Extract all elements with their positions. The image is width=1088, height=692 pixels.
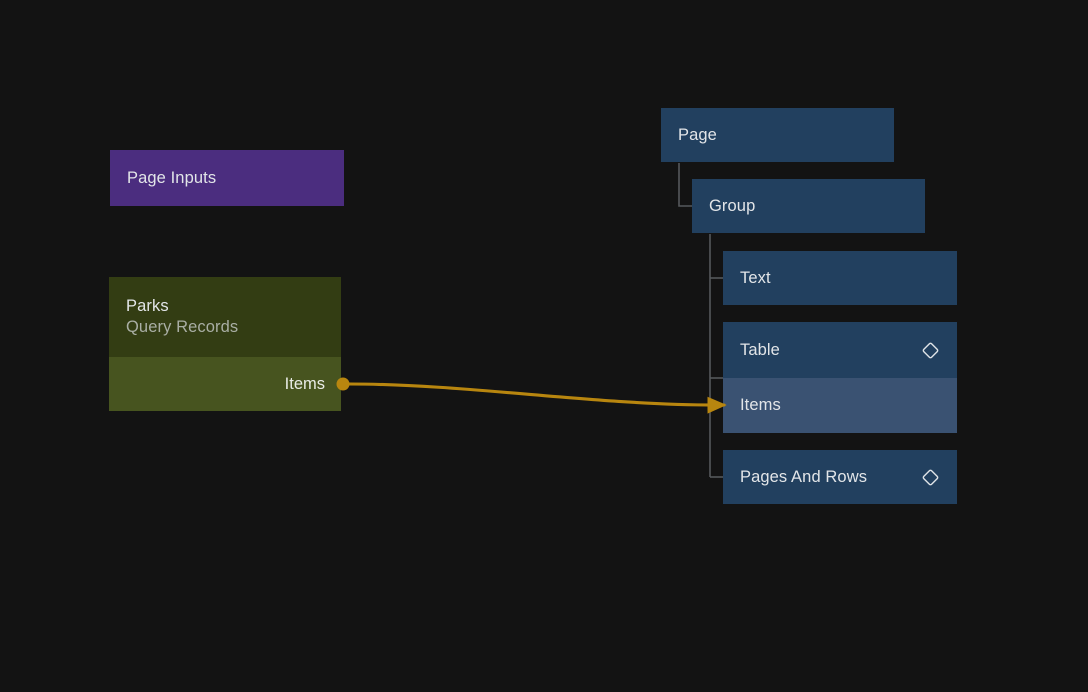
node-parks-header: Parks Query Records bbox=[109, 277, 341, 357]
node-page-row: Page bbox=[661, 108, 894, 162]
node-table-input-port-label: Items bbox=[740, 396, 781, 414]
diamond-icon[interactable] bbox=[921, 341, 940, 360]
diamond-icon[interactable] bbox=[921, 468, 940, 487]
connection-path bbox=[347, 382, 727, 414]
node-pages-and-rows-row: Pages And Rows bbox=[723, 450, 957, 504]
node-page-inputs[interactable]: Page Inputs bbox=[110, 150, 344, 206]
node-pages-and-rows-title: Pages And Rows bbox=[740, 467, 868, 486]
node-table[interactable]: Table Items bbox=[723, 322, 957, 433]
node-group[interactable]: Group bbox=[692, 179, 925, 233]
node-table-title: Table bbox=[740, 340, 780, 359]
node-parks-title: Parks bbox=[126, 297, 169, 315]
node-page-inputs-row: Page Inputs bbox=[110, 150, 344, 206]
node-pages-and-rows[interactable]: Pages And Rows bbox=[723, 450, 957, 504]
node-text-title: Text bbox=[740, 268, 771, 287]
node-parks-subtitle: Query Records bbox=[126, 318, 239, 336]
node-parks-output-port-row[interactable]: Items bbox=[109, 357, 341, 411]
node-text-row: Text bbox=[723, 251, 957, 305]
node-parks-output-port-label: Items bbox=[284, 374, 325, 393]
node-page-title: Page bbox=[678, 125, 717, 144]
node-table-header[interactable]: Table bbox=[723, 322, 957, 378]
node-group-title: Group bbox=[709, 196, 756, 215]
node-group-row: Group bbox=[692, 179, 925, 233]
node-page-inputs-title: Page Inputs bbox=[127, 168, 217, 187]
node-text[interactable]: Text bbox=[723, 251, 957, 305]
node-parks[interactable]: Parks Query Records Items bbox=[109, 277, 341, 411]
node-page[interactable]: Page bbox=[661, 108, 894, 162]
node-table-input-port-row[interactable]: Items bbox=[723, 378, 957, 433]
